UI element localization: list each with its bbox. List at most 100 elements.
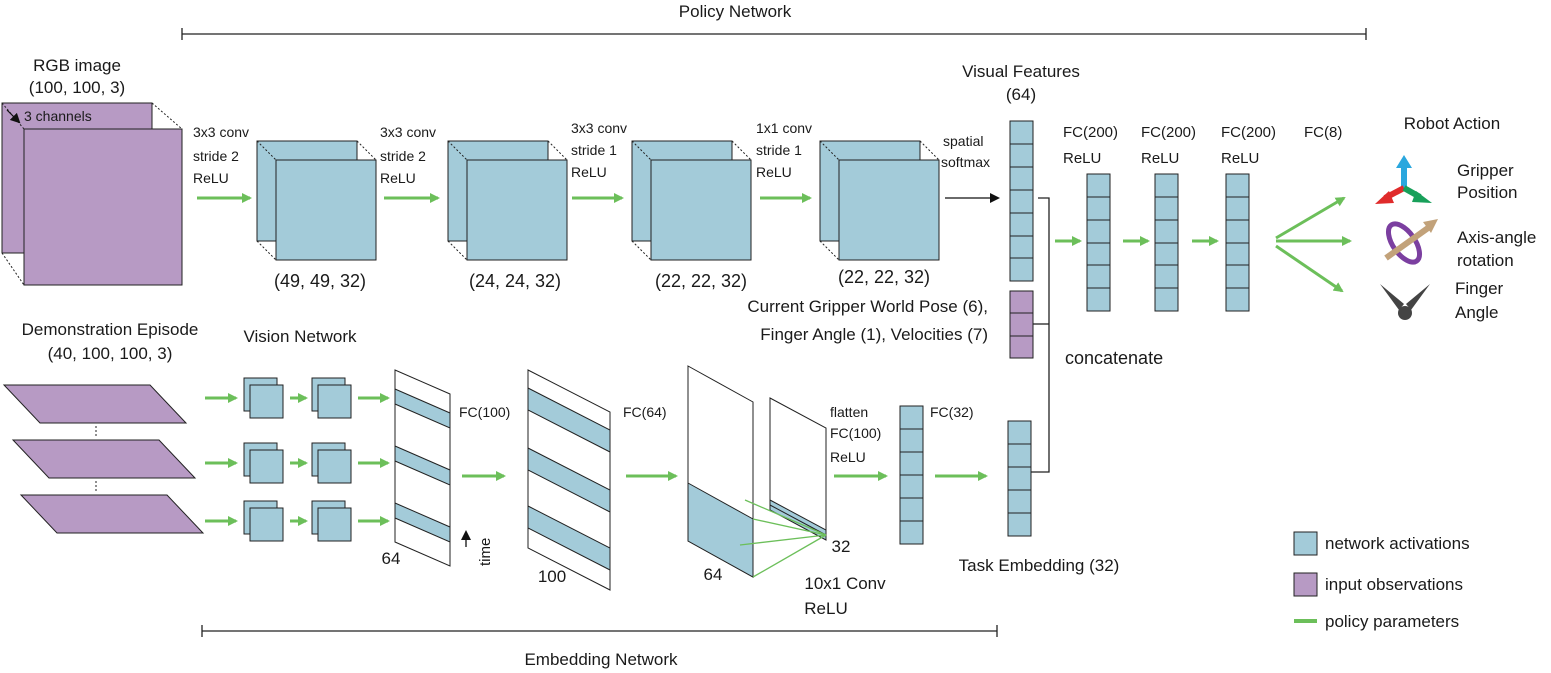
svg-text:spatial: spatial [943, 133, 983, 149]
dim-32: 32 [832, 537, 851, 556]
conv3-label: 3x3 conv stride 1 ReLU [571, 120, 627, 180]
time-label: time [477, 538, 494, 566]
svg-text:stride 2: stride 2 [380, 148, 426, 164]
svg-text:ReLU: ReLU [804, 599, 847, 618]
svg-text:FC(200): FC(200) [1063, 124, 1118, 141]
embedding-network-title: Embedding Network [524, 650, 678, 669]
output-arrows [1275, 196, 1352, 293]
conv-output-32 [769, 397, 827, 541]
fc-layer-3 [1225, 173, 1250, 312]
dim-64b: 64 [704, 565, 723, 584]
svg-text:ReLU: ReLU [1221, 150, 1259, 167]
fc-layer-2-label: FC(200) ReLU [1141, 124, 1196, 167]
gripper-position-icon [1375, 155, 1432, 204]
vision-network-title: Vision Network [243, 327, 357, 346]
vision-row-2 [205, 442, 390, 484]
temporal-features-64 [394, 369, 451, 567]
svg-text:rotation: rotation [1457, 251, 1514, 270]
svg-text:FC(200): FC(200) [1141, 124, 1196, 141]
rgb-image-shape: (100, 100, 3) [29, 78, 125, 97]
fc-layer-1-label: FC(200) ReLU [1063, 124, 1118, 167]
conv2-shape: (24, 24, 32) [469, 271, 561, 291]
fc64-label: FC(64) [623, 404, 667, 420]
rgb-image-title: RGB image [33, 56, 121, 75]
svg-text:softmax: softmax [941, 154, 990, 170]
svg-text:ReLU: ReLU [756, 164, 792, 180]
svg-text:1x1 conv: 1x1 conv [756, 120, 812, 136]
temporal-features-64b [687, 365, 754, 578]
concatenate-bracket [1031, 197, 1050, 473]
svg-text:3x3 conv: 3x3 conv [193, 124, 249, 140]
svg-text:Angle: Angle [1455, 303, 1498, 322]
svg-text:ReLU: ReLU [1141, 150, 1179, 167]
svg-text:Position: Position [1457, 183, 1517, 202]
svg-text:FC(200): FC(200) [1221, 124, 1276, 141]
rgb-image-stack: 3 channels [1, 102, 183, 286]
dim-100: 100 [538, 567, 566, 586]
task-embedding-label: Task Embedding (32) [959, 556, 1120, 575]
svg-text:ReLU: ReLU [380, 170, 416, 186]
gripper-state-label: Current Gripper World Pose (6), Finger A… [747, 297, 988, 344]
gripper-position-label: Gripper Position [1457, 161, 1517, 202]
svg-text:ReLU: ReLU [571, 164, 607, 180]
svg-text:ReLU: ReLU [1063, 150, 1101, 167]
svg-text:Current Gripper World Pose (6): Current Gripper World Pose (6), [747, 297, 988, 316]
conv2-label: 3x3 conv stride 2 ReLU [380, 124, 436, 186]
fc100-vector [899, 405, 924, 545]
policy-network-title: Policy Network [679, 2, 792, 21]
legend-swatch-activation [1293, 531, 1318, 556]
fc-layer-3-label: FC(200) ReLU [1221, 124, 1276, 167]
conv4-label: 1x1 conv stride 1 ReLU [756, 120, 812, 180]
svg-text:stride 2: stride 2 [193, 148, 239, 164]
visual-features-dim: (64) [1006, 85, 1036, 104]
channels-label: 3 channels [24, 108, 92, 124]
fc-layer-2 [1154, 173, 1179, 312]
demonstration-frames [2, 384, 205, 534]
robot-action-title: Robot Action [1404, 114, 1500, 133]
svg-text:stride 1: stride 1 [571, 142, 617, 158]
vision-row-3 [205, 500, 390, 542]
svg-text:Axis-angle: Axis-angle [1457, 228, 1536, 247]
demonstration-title: Demonstration Episode [22, 320, 199, 339]
finger-angle-icon [1380, 284, 1430, 320]
svg-text:ReLU: ReLU [830, 449, 866, 465]
conv1-shape: (49, 49, 32) [274, 271, 366, 291]
policy-network-bracket: Policy Network [181, 2, 1367, 40]
spatial-softmax-label: spatial softmax [941, 133, 990, 170]
conv1-activation [256, 140, 377, 261]
axis-angle-rotation-label: Axis-angle rotation [1457, 228, 1536, 270]
svg-text:Finger: Finger [1455, 279, 1504, 298]
gripper-state-vector [1009, 290, 1034, 359]
dim-64a: 64 [382, 549, 401, 568]
legend-label-observation: input observations [1325, 575, 1463, 594]
legend-swatch-observation [1293, 572, 1318, 597]
vision-row-1 [205, 377, 390, 419]
legend-label-activation: network activations [1325, 534, 1470, 553]
conv4-shape: (22, 22, 32) [838, 267, 930, 287]
svg-text:flatten: flatten [830, 404, 868, 420]
conv-10x1-label: 10x1 Conv ReLU [804, 574, 886, 618]
legend: network activations input observations p… [1293, 531, 1470, 631]
svg-text:10x1 Conv: 10x1 Conv [804, 574, 886, 593]
channel-arrow-icon [6, 109, 21, 124]
svg-text:FC(100): FC(100) [830, 425, 881, 441]
finger-angle-label: Finger Angle [1455, 279, 1504, 322]
svg-text:stride 1: stride 1 [756, 142, 802, 158]
axis-angle-rotation-icon [1384, 219, 1438, 265]
svg-text:Finger Angle (1), Velocities (: Finger Angle (1), Velocities (7) [760, 325, 988, 344]
fc100-label: FC(100) [459, 404, 510, 420]
svg-text:ReLU: ReLU [193, 170, 229, 186]
flatten-label: flatten FC(100) ReLU [830, 404, 881, 465]
demonstration-shape: (40, 100, 100, 3) [48, 344, 173, 363]
svg-text:3x3 conv: 3x3 conv [380, 124, 436, 140]
fc32-label: FC(32) [930, 404, 974, 420]
svg-text:3x3 conv: 3x3 conv [571, 120, 627, 136]
task-embedding-vector [1007, 420, 1032, 537]
vision-rows [205, 377, 390, 542]
fc-layer-1 [1086, 173, 1111, 312]
embedding-network-bracket: Embedding Network [201, 625, 998, 669]
conv4-activation [819, 140, 940, 261]
conv1-label: 3x3 conv stride 2 ReLU [193, 124, 249, 186]
legend-label-parameter: policy parameters [1325, 612, 1459, 631]
